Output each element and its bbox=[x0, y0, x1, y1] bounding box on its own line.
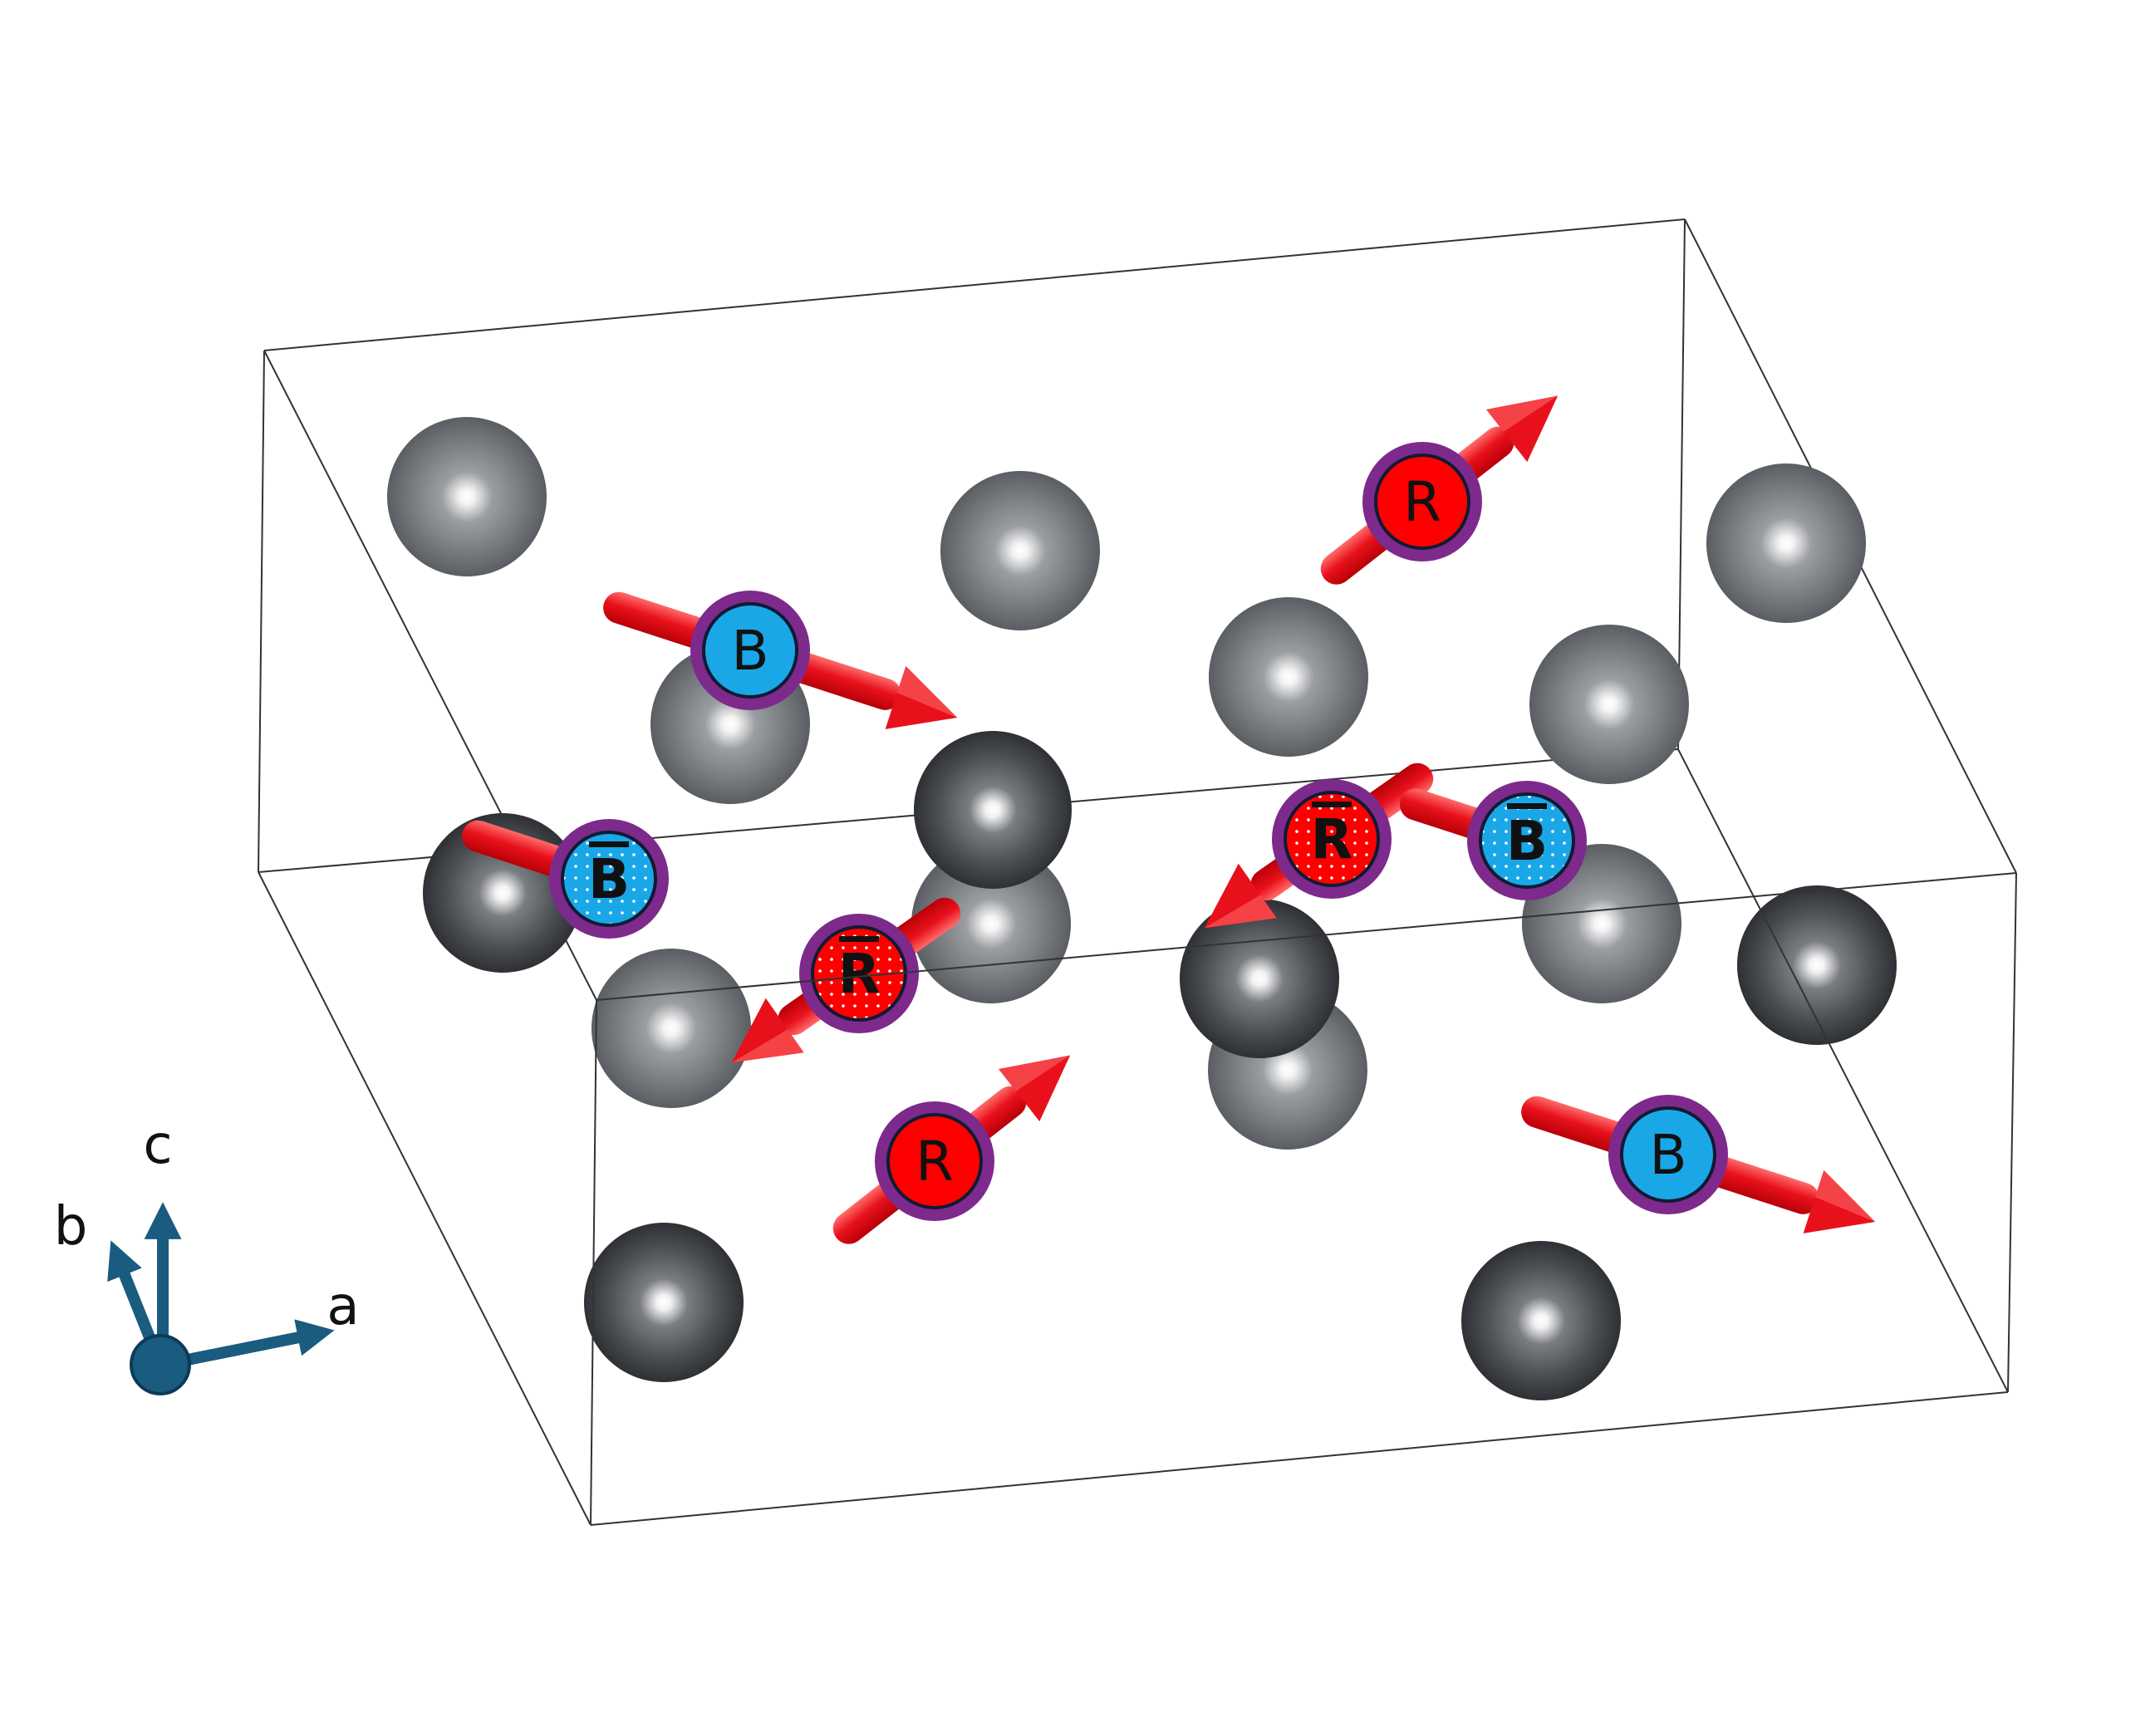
atom-layer bbox=[387, 417, 1897, 1400]
site-disc bbox=[1620, 1106, 1716, 1203]
unit-cell-front bbox=[258, 748, 2017, 1526]
atom-sphere bbox=[1706, 463, 1866, 623]
site-disc bbox=[1479, 792, 1575, 889]
site-label: B bbox=[1649, 1123, 1686, 1187]
atom-sphere bbox=[1209, 597, 1368, 757]
site-disc bbox=[1374, 454, 1470, 550]
site-disc bbox=[702, 602, 798, 699]
magnetic-site: B bbox=[462, 819, 669, 939]
axis-a-label: a bbox=[326, 1276, 359, 1337]
axis-b-label: b bbox=[54, 1196, 88, 1258]
magnetic-site: B bbox=[1521, 1095, 1876, 1233]
magnetic-site: R bbox=[1204, 763, 1434, 929]
site-disc bbox=[561, 831, 657, 927]
site-label: R bbox=[1403, 470, 1441, 534]
site-label: B bbox=[731, 619, 768, 683]
atom-sphere bbox=[911, 844, 1071, 1003]
site-label: B bbox=[1506, 809, 1548, 873]
site-overbar bbox=[1507, 803, 1547, 809]
atom-sphere bbox=[914, 731, 1072, 889]
axis-c-label: c bbox=[143, 1115, 172, 1176]
site-overbar bbox=[589, 841, 629, 847]
magnetic-site: R bbox=[731, 897, 961, 1063]
magnetic-site: B bbox=[603, 591, 958, 729]
site-label: R bbox=[916, 1130, 954, 1194]
atom-sphere bbox=[940, 471, 1100, 630]
site-disc bbox=[811, 925, 907, 1022]
atom-sphere bbox=[1461, 1241, 1621, 1400]
axis-triad: c b a bbox=[54, 1115, 360, 1395]
site-disc bbox=[886, 1113, 983, 1209]
magnetic-site: B bbox=[1399, 781, 1587, 900]
atom-sphere bbox=[1529, 625, 1689, 784]
atom-sphere bbox=[584, 1223, 744, 1382]
magnetic-site: R bbox=[832, 1055, 1071, 1244]
magnetic-site-layer: R B R B B R R B bbox=[462, 395, 1876, 1244]
site-overbar bbox=[839, 936, 879, 942]
atom-sphere bbox=[1180, 899, 1339, 1058]
site-label: B bbox=[588, 847, 630, 911]
site-overbar bbox=[1312, 802, 1352, 807]
magnetic-site: R bbox=[1320, 395, 1559, 585]
atom-sphere bbox=[1737, 885, 1897, 1045]
atom-sphere bbox=[387, 417, 547, 576]
site-label: R bbox=[838, 942, 881, 1006]
site-disc bbox=[1284, 791, 1380, 887]
axis-origin bbox=[130, 1334, 191, 1395]
atom-sphere bbox=[592, 949, 751, 1108]
site-label: R bbox=[1311, 807, 1353, 871]
